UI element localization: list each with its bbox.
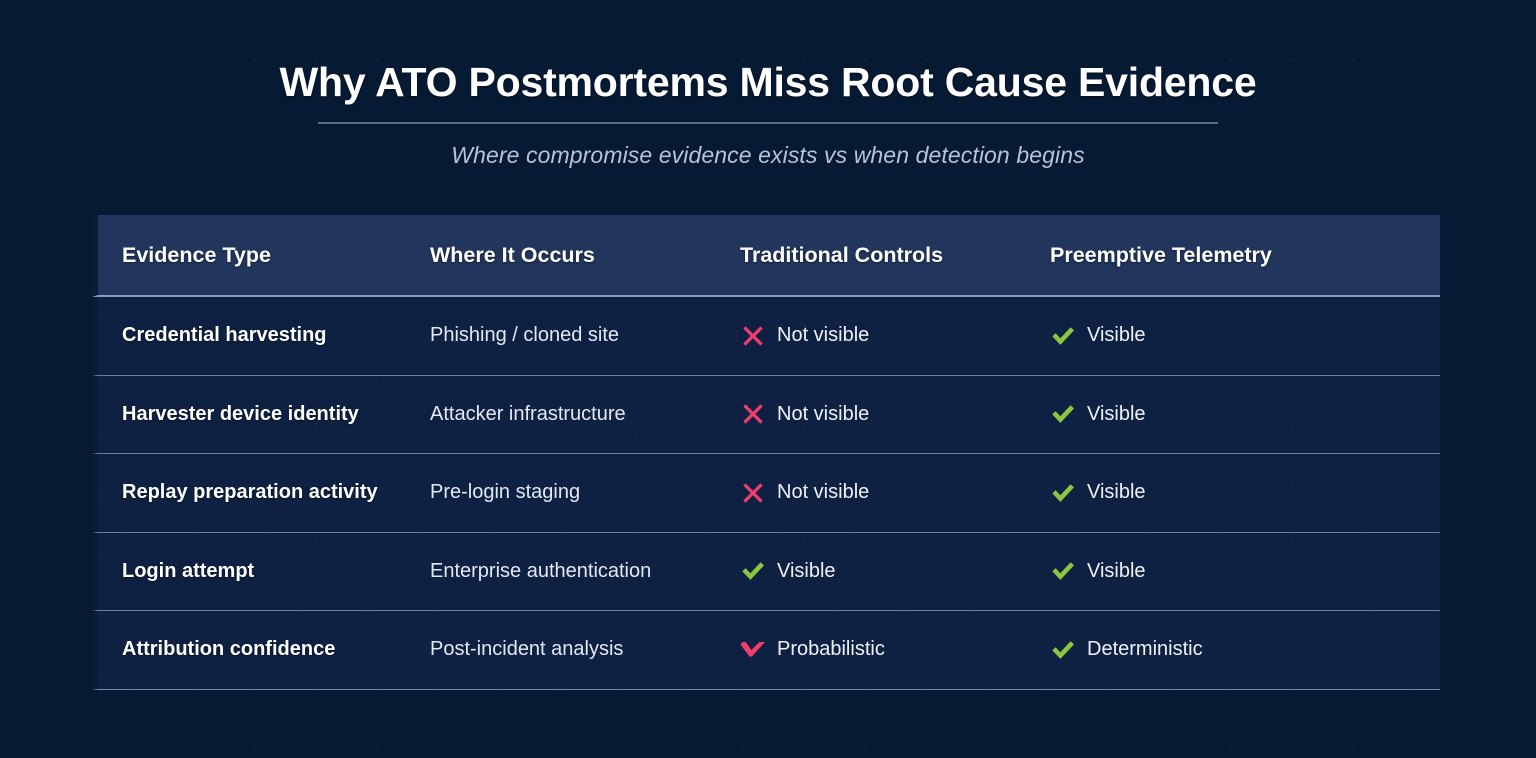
cell-where-it-occurs: Enterprise authentication <box>430 559 652 582</box>
column-header-where-it-occurs: Where It Occurs <box>430 242 595 267</box>
cell-evidence-type: Credential harvesting <box>122 324 327 347</box>
cell-traditional-controls: Not visible <box>740 480 1050 506</box>
table-header-row: Evidence Type Where It Occurs Traditiona… <box>92 215 1440 297</box>
cell-evidence-type: Replay preparation activity <box>122 481 378 504</box>
column-header-evidence-type: Evidence Type <box>122 242 271 267</box>
table-row: Credential harvesting Phishing / cloned s… <box>92 297 1440 376</box>
cell-preemptive-telemetry: Visible <box>1050 401 1416 427</box>
check-icon <box>1052 562 1074 581</box>
table-row: Attribution confidence Post-incident anal… <box>92 611 1440 690</box>
cell-traditional-controls: Not visible <box>740 401 1050 427</box>
cell-evidence-type: Login attempt <box>122 559 255 582</box>
title-divider <box>318 121 1218 124</box>
cell-preemptive-telemetry: Deterministic <box>1050 637 1416 663</box>
cross-icon <box>743 326 763 346</box>
table-row: Harvester device identity Attacker infras… <box>92 375 1440 454</box>
cell-preemptive-telemetry-label: Visible <box>1087 559 1146 582</box>
cell-where-it-occurs: Pre-login staging <box>430 481 581 504</box>
cell-traditional-controls: Visible <box>740 558 1050 584</box>
cell-traditional-controls-label: Not visible <box>777 402 870 425</box>
cell-preemptive-telemetry-label: Visible <box>1087 402 1146 425</box>
check-icon <box>1052 405 1074 424</box>
table-body: Credential harvesting Phishing / cloned s… <box>92 297 1440 690</box>
check-icon <box>1052 327 1074 345</box>
cell-traditional-controls: Not visible <box>740 323 1050 349</box>
cell-preemptive-telemetry: Visible <box>1050 558 1416 584</box>
evidence-comparison-table: Evidence Type Where It Occurs Traditiona… <box>92 215 1440 690</box>
cell-where-it-occurs: Phishing / cloned site <box>430 324 620 347</box>
table-row: Login attempt Enterprise authentication Vi… <box>92 532 1440 611</box>
cell-traditional-controls-label: Not visible <box>777 481 870 504</box>
cross-icon <box>743 404 763 424</box>
cell-traditional-controls-label: Visible <box>777 559 836 582</box>
cell-preemptive-telemetry-label: Visible <box>1087 481 1146 504</box>
check-icon <box>742 562 764 581</box>
cell-preemptive-telemetry-label: Deterministic <box>1087 638 1203 661</box>
cell-preemptive-telemetry-label: Visible <box>1087 324 1146 347</box>
column-header-traditional-controls: Traditional Controls <box>740 242 944 267</box>
check-icon <box>1052 484 1074 502</box>
cell-traditional-controls: Probabilistic <box>740 638 1050 661</box>
check-small-icon <box>740 641 766 658</box>
cell-preemptive-telemetry: Visible <box>1050 480 1416 506</box>
cell-evidence-type: Attribution confidence <box>122 638 336 661</box>
table-row: Replay preparation activity Pre-login sta… <box>92 454 1440 533</box>
cell-evidence-type: Harvester device identity <box>122 402 359 425</box>
check-icon <box>1052 641 1074 659</box>
cell-where-it-occurs: Attacker infrastructure <box>430 402 626 425</box>
cell-traditional-controls-label: Probabilistic <box>777 638 885 661</box>
cell-where-it-occurs: Post-incident analysis <box>430 638 624 661</box>
cell-traditional-controls-label: Not visible <box>777 324 870 347</box>
page-title: Why ATO Postmortems Miss Root Cause Evid… <box>279 59 1257 105</box>
page-subtitle: Where compromise evidence exists vs when… <box>451 141 1085 168</box>
cell-preemptive-telemetry: Visible <box>1050 323 1416 349</box>
cross-icon <box>743 483 763 503</box>
page-header: Why ATO Postmortems Miss Root Cause Evid… <box>0 0 1536 169</box>
column-header-preemptive-telemetry: Preemptive Telemetry <box>1050 242 1272 267</box>
